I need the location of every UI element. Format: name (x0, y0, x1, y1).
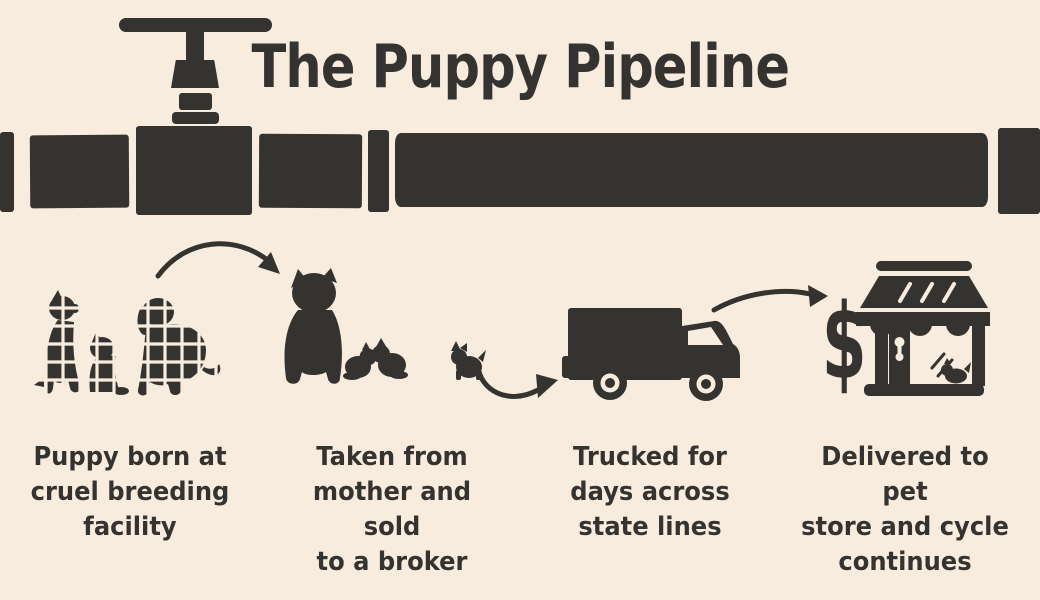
dollar-sign-icon: $ (821, 281, 867, 403)
caption-line: Delivered to pet (821, 442, 989, 507)
caption-line: facility (83, 512, 177, 542)
valve-stem (186, 30, 204, 64)
caption-line: Taken from (316, 442, 468, 472)
valve-bonnet (171, 60, 219, 88)
truck-rear-wheel (593, 366, 627, 400)
delivery-truck-icon (562, 308, 740, 401)
truck-box (568, 308, 682, 380)
pipe-segment-right-cap (998, 128, 1040, 214)
caption-line: mother and sold (312, 477, 472, 542)
caption-line: Puppy born at (33, 442, 227, 472)
caption-line: continues (838, 547, 972, 577)
caption-line: store and cycle (801, 512, 1009, 542)
caption-transport: Trucked for days across state lines (545, 440, 755, 545)
mother-dog (284, 268, 342, 384)
pipe-coupling (368, 130, 389, 212)
pipe-segment (29, 134, 130, 209)
pipe-valve-body (136, 126, 252, 215)
caption-line: days across (570, 477, 730, 507)
store-base (864, 384, 984, 396)
store-sign-bar (876, 261, 972, 271)
pet-store-icon (856, 261, 990, 396)
store-awning (860, 276, 988, 308)
awning-highlights (898, 282, 956, 303)
door-keyhole (894, 337, 905, 361)
curved-arrow-2-icon (475, 363, 558, 399)
store-column-left (875, 326, 888, 386)
caged-dog-right (137, 298, 221, 396)
truck-front-wheel (689, 367, 723, 401)
puppy-1 (343, 342, 377, 380)
puppy-in-window (941, 358, 971, 384)
pipe-segment-long (395, 133, 988, 207)
valve-flange (172, 112, 219, 124)
pipe-segment (258, 133, 363, 209)
caption-broker: Taken from mother and sold to a broker (282, 440, 502, 580)
caged-dog-left (34, 290, 81, 394)
caption-breeding-facility: Puppy born at cruel breeding facility (20, 440, 240, 545)
puppy-2 (372, 338, 408, 379)
caption-line: to a broker (316, 547, 468, 577)
curved-arrow-3-icon (711, 285, 828, 313)
curved-arrow-1-icon (155, 241, 280, 279)
caption-pet-store: Delivered to pet store and cycle continu… (790, 440, 1020, 580)
caged-dogs-icon (34, 290, 221, 396)
valve-handle (119, 18, 272, 32)
pipe-segment-left-cap (0, 132, 14, 212)
truck-step (562, 356, 573, 378)
caption-line: cruel breeding (30, 477, 230, 507)
mother-and-puppies-icon (284, 268, 408, 384)
page-title: The Puppy Pipeline (251, 32, 790, 102)
caption-line: state lines (578, 512, 722, 542)
caged-puppy-middle (89, 332, 129, 395)
caption-line: Trucked for (573, 442, 727, 472)
store-column-right (972, 326, 985, 386)
truck-window (688, 327, 723, 345)
valve-nut (179, 93, 212, 110)
